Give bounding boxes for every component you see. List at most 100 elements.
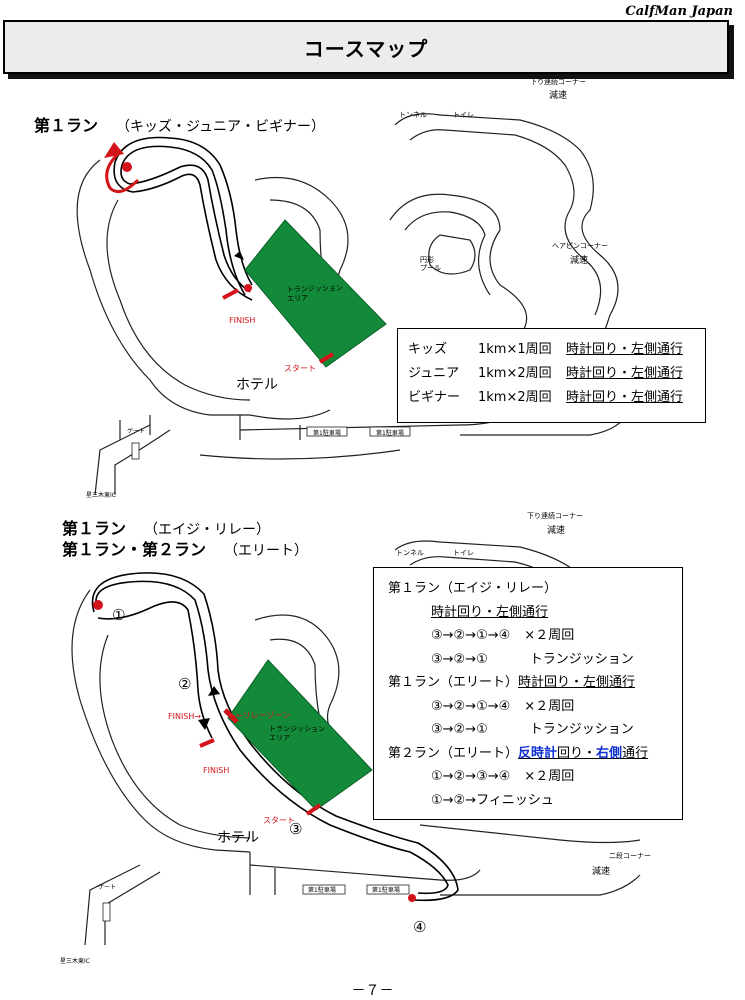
map2-point1-label: ①	[112, 606, 126, 624]
map2-relay-zone-label: ←リレーゾーン	[236, 711, 291, 720]
info-distance: 1km×2周回	[478, 366, 552, 381]
info-category: キッズ	[408, 342, 448, 357]
map1-descent-label: 下り連続コーナー	[530, 78, 586, 86]
map1-ic-label: 星三木東IC	[86, 492, 116, 499]
info2-mid: 回り・	[557, 745, 597, 761]
info-row-junior: ジュニア 1km×2周回 時計回り・左側通行	[408, 362, 705, 386]
info-row-kids: キッズ 1km×1周回 時計回り・左側通行	[408, 338, 705, 362]
info2-line: 第１ラン（エリート）時計回り・左側通行	[388, 671, 682, 695]
map1-title-main: 第１ラン	[34, 116, 99, 135]
info2-line: 第１ラン（エイジ・リレー）	[388, 581, 558, 596]
map2-gate	[102, 902, 111, 922]
map1-parking2-label: 第1駐車場	[376, 430, 404, 437]
info2-line: ①→②→③→④×２周回	[388, 765, 682, 789]
info2-blue1: 反時計	[518, 745, 558, 761]
map1-start-label: スタート	[284, 364, 316, 373]
map2-point2-label: ②	[178, 675, 192, 693]
info2-laps: ×２周回	[524, 698, 575, 714]
info2-line: ①→②→フィニッシュ	[431, 792, 554, 808]
map2-tunnel-label: トンネル	[396, 549, 424, 557]
info2-line: 第２ラン（エリート）反時計回り・右側通行	[388, 742, 682, 766]
map2-point4-label: ④	[413, 918, 427, 936]
map1-gate-label: ゲート	[127, 428, 146, 435]
info-rule: 時計回り・左側通行	[566, 366, 684, 381]
map1-gate	[131, 442, 140, 460]
map2-second-corner-label: 二段コーナー	[609, 852, 651, 860]
map1-transition-area	[244, 219, 387, 368]
map1-parking1	[306, 426, 348, 437]
map2-gate-label: ゲート	[98, 884, 117, 891]
map1-subtitle: （キッズ・ジュニア・ビギナー）	[116, 119, 326, 135]
info-distance: 1km×2周回	[478, 390, 552, 405]
map1-transition-label: トランジッション エリア	[286, 284, 343, 303]
map2-title-line2: 第１ラン・第２ラン（エリート）	[62, 536, 308, 560]
info2-head: 第１ラン（エリート）	[388, 675, 519, 690]
map1-transition-marker	[244, 284, 252, 292]
info2-rule: 時計回り・左側通行	[431, 604, 549, 620]
info2-seq: ③→②→①	[431, 722, 488, 737]
info-distance: 1km×1周回	[478, 342, 552, 357]
info-rule: 時計回り・左側通行	[566, 342, 684, 357]
map2-hotel-label: ホテル	[217, 830, 259, 846]
map2-descent-label: 下り連続コーナー	[527, 512, 583, 520]
info2-seq: ③→②→①→④	[431, 698, 511, 714]
map1-direction-arrow	[234, 251, 244, 260]
info2-tail: 通行	[622, 745, 649, 761]
info-row-beginner: ビギナー 1km×2周回 時計回り・左側通行	[408, 386, 705, 410]
info2-line: 時計回り・左側通行	[388, 601, 682, 625]
map1-title: 第１ラン （キッズ・ジュニア・ビギナー）	[34, 112, 325, 136]
map2-subtitle1: （エイジ・リレー）	[144, 522, 271, 538]
page-title-box: コースマップ	[3, 20, 729, 74]
map2-parking1	[302, 884, 346, 895]
map2-title1: 第１ラン	[62, 519, 127, 538]
page-number: －７－	[351, 983, 394, 999]
page-title: コースマップ	[303, 36, 429, 61]
info2-line: ③→②→①→④ ×２周回	[388, 695, 682, 719]
map2-finish-label: FINISH	[203, 766, 230, 775]
info2-laps: ×２周回	[524, 628, 575, 643]
map2-parking1-label: 第1駐車場	[308, 887, 336, 894]
map1-turn-arrow	[105, 150, 140, 194]
map2-start-line	[305, 803, 322, 816]
info-category: ビギナー	[408, 390, 461, 405]
info2-tail: トランジッション	[529, 651, 634, 667]
map1-pool-label: 円形 プール	[420, 256, 441, 272]
map1-start-line	[318, 352, 335, 364]
map1-turn-arrowhead	[104, 142, 124, 158]
map1-finish-label: FINISH	[229, 316, 256, 325]
info2-line: ③→②→① トランジッション	[388, 648, 682, 672]
info2-rule: 時計回り・左側通行	[518, 675, 636, 690]
brand-label: CalfMan Japan	[625, 4, 733, 19]
map1-tunnel-label: トンネル	[399, 111, 427, 119]
map2-title-line1: 第１ラン （エイジ・リレー）	[62, 515, 270, 539]
info2-laps: ×２周回	[524, 769, 575, 784]
info2-seq: ③→②→①	[431, 651, 488, 667]
map2-slow-corner: 減速	[592, 867, 611, 877]
map1-slow-hairpin: 減速	[570, 256, 589, 266]
map1-finish-line	[222, 288, 239, 300]
map2-point3-label: ③	[289, 820, 303, 838]
map1-hotel-label: ホテル	[236, 377, 278, 393]
map2-start-label: スタート	[263, 816, 295, 825]
info2-blue2: 右側	[596, 745, 623, 761]
map2-course-svg	[71, 540, 641, 946]
map1-course-svg	[76, 113, 631, 496]
map2-ic-label: 星三木東IC	[60, 958, 90, 965]
map2-parking2-label: 第1駐車場	[372, 887, 400, 894]
map2-finish-arrow-label: FINISH→	[168, 712, 202, 721]
map1-parking1-label: 第1駐車場	[313, 430, 341, 437]
map1-toilet-label: トイレ	[453, 111, 474, 119]
info-rule: 時計回り・左側通行	[566, 390, 684, 405]
map2-info-box: 第１ラン（エイジ・リレー） 時計回り・左側通行 ③→②→①→④ ×２周回 ③→②→…	[373, 567, 683, 820]
info2-head: 第２ラン（エリート）	[388, 745, 519, 761]
map2-slow-top: 減速	[547, 526, 566, 536]
info-category: ジュニア	[408, 366, 460, 381]
map2-subtitle2: （エリート）	[224, 543, 309, 559]
map2-point4-marker	[408, 894, 416, 902]
info2-seq: ③→②→①→④	[431, 628, 511, 643]
map2-arrow-up	[208, 686, 220, 696]
info2-tail: トランジッション	[529, 722, 634, 737]
map2-arrow-down	[198, 718, 210, 730]
map2-relay-zone-marker	[223, 708, 239, 724]
map1-hairpin-label: ヘアピンコーナー	[552, 242, 608, 250]
